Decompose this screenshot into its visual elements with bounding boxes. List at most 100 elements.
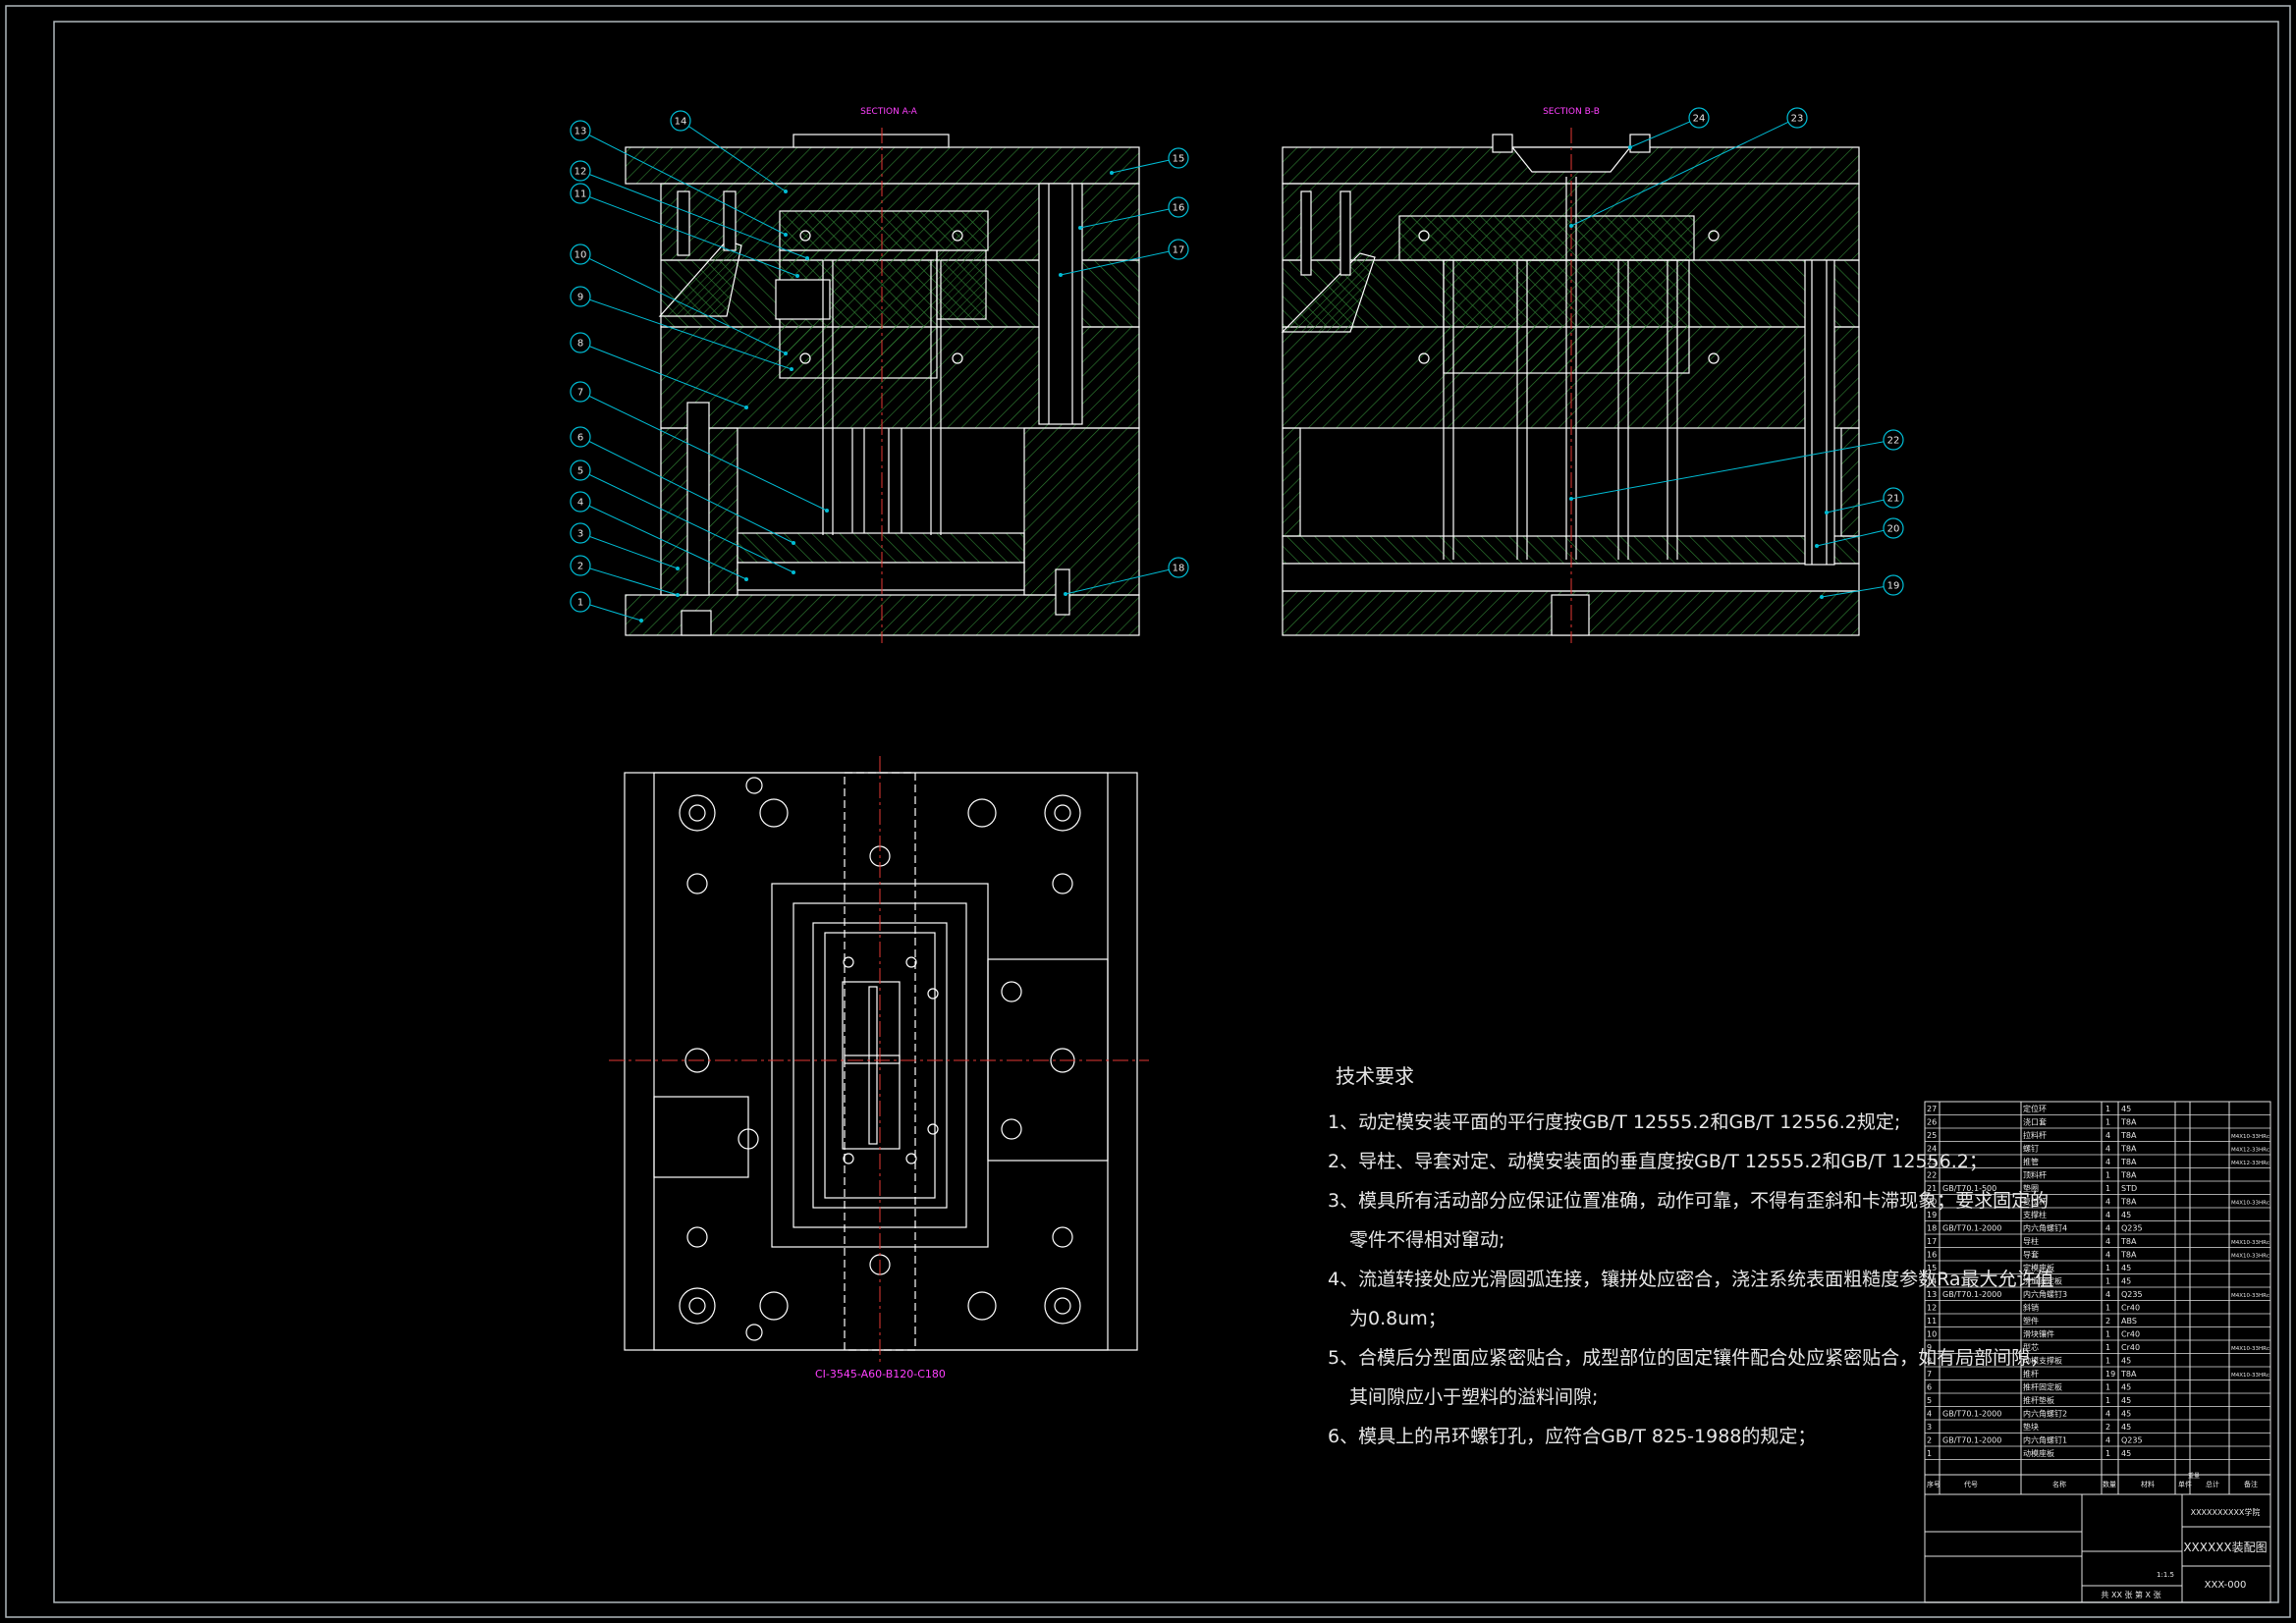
bom-cell: 垫圈 <box>2023 1183 2039 1193</box>
leader-line <box>579 170 808 259</box>
balloon <box>570 183 591 204</box>
bom-cell: 9 <box>1927 1343 1932 1352</box>
bom-cell: GB/T70.1-2000 <box>1942 1290 2001 1299</box>
bom-header-cell: 材料 <box>2141 1480 2155 1488</box>
balloon <box>1883 487 1904 509</box>
drawing-number: XXX-000 <box>2205 1580 2247 1591</box>
bom-cell: 2 <box>2105 1317 2110 1325</box>
leader-line <box>579 501 747 580</box>
tech-item-2: 2、导柱、导套对定、动模安装面的垂直度按GB/T 12555.2和GB/T 12… <box>1328 1151 1988 1172</box>
bom-cell: 13 <box>1927 1290 1937 1299</box>
leader-dot <box>784 189 788 193</box>
bom-cell: 型芯 <box>2023 1342 2039 1352</box>
balloon <box>570 381 591 403</box>
leader-line <box>579 532 679 569</box>
bom-cell: GB/T70.1-2000 <box>1942 1224 2001 1233</box>
leader-dot <box>1815 544 1819 548</box>
leader-line <box>579 601 642 622</box>
bom-cell: 1 <box>2105 1383 2110 1392</box>
bom-cell: 复位杆 <box>2023 1197 2047 1207</box>
leader-dot <box>795 274 799 278</box>
bom-cell: 4 <box>2105 1131 2110 1140</box>
bom-cell: M4X10-33HRc <box>2231 1134 2269 1140</box>
bom-cell: 1 <box>2105 1171 2110 1180</box>
balloon-label: 11 <box>574 189 587 200</box>
leader-dot <box>784 352 788 355</box>
bom-cell: 14 <box>1927 1277 1937 1286</box>
balloon <box>1786 107 1808 129</box>
bom-cell: 24 <box>1927 1145 1937 1154</box>
leader-dot <box>1569 497 1573 501</box>
leader-line <box>1570 439 1894 500</box>
bom-cell: T8A <box>2120 1251 2137 1260</box>
balloon <box>570 460 591 481</box>
leader-line <box>579 296 793 370</box>
balloon <box>570 591 591 613</box>
leader-line <box>579 391 828 512</box>
scale: 1:1.5 <box>2157 1571 2174 1579</box>
bom-cell: 45 <box>2121 1410 2131 1419</box>
bom-cell: T8A <box>2120 1370 2137 1379</box>
mold-base-code: CI-3545-A60-B120-C180 <box>815 1368 946 1380</box>
balloon <box>1883 517 1904 539</box>
bom-cell: M4X10-33HRc <box>2231 1293 2269 1299</box>
tech-item-6: 6、模具上的吊环螺钉孔，应符合GB/T 825-1988的规定； <box>1328 1426 1817 1447</box>
tech-item-3-cont: 零件不得相对窜动; <box>1349 1229 1505 1251</box>
bom-cell: 1 <box>2105 1304 2110 1313</box>
leader-line <box>579 469 794 573</box>
balloon-label: 19 <box>1887 581 1900 592</box>
bom-cell: 1 <box>2105 1330 2110 1339</box>
balloon <box>570 426 591 448</box>
balloon-label: 21 <box>1887 494 1900 505</box>
balloon <box>570 332 591 353</box>
bom-header-cell: 序号 <box>1927 1480 1941 1488</box>
leader-line <box>1826 497 1894 514</box>
bom-cell: 推管 <box>2023 1157 2039 1166</box>
balloon-label: 10 <box>574 250 587 261</box>
bom-cell: 45 <box>2121 1423 2131 1432</box>
bom-cell: 4 <box>2105 1237 2110 1246</box>
section-b-label: SECTION B-B <box>1543 107 1600 117</box>
balloon-label: 6 <box>577 433 583 444</box>
balloon-label: 15 <box>1173 154 1185 165</box>
leader-dot <box>1825 511 1829 514</box>
bom-cell: 浇口套 <box>2023 1117 2047 1127</box>
tech-item-5: 5、合模后分型面应紧密贴合，成型部位的固定镶件配合处应紧密贴合，如有局部间隙， <box>1328 1347 2050 1369</box>
leader-line <box>1079 206 1179 229</box>
bom-cell: 45 <box>2121 1383 2131 1392</box>
bom-cell: T8A <box>2120 1198 2137 1207</box>
balloon-label: 13 <box>574 127 587 137</box>
bom-cell: M4X10-33HRc <box>2231 1201 2269 1207</box>
bom-cell: 17 <box>1927 1237 1937 1246</box>
bom-cell: 19 <box>1927 1211 1937 1219</box>
bom-cell: 1 <box>2105 1277 2110 1286</box>
bom-cell: 内六角螺钉2 <box>2023 1409 2067 1419</box>
bom-cell: 内六角螺钉1 <box>2023 1435 2067 1445</box>
bom-cell: 4 <box>2105 1211 2110 1219</box>
bom-cell: 塑件 <box>2023 1316 2039 1325</box>
bom-cell: 23 <box>1927 1158 1937 1166</box>
bom-cell: 20 <box>1927 1198 1937 1207</box>
leader-dot <box>1059 273 1063 277</box>
outer-border <box>5 5 2291 1618</box>
bom-cell: 4 <box>1927 1410 1932 1419</box>
bom-cell: Cr40 <box>2121 1304 2140 1313</box>
bom-cell: 1 <box>2105 1105 2110 1113</box>
bom-cell: M4X10-33HRc <box>2231 1346 2269 1352</box>
plan-view <box>624 772 1138 1351</box>
leader-dot <box>1110 171 1114 175</box>
leader-line <box>1111 157 1179 174</box>
bom-cell: 4 <box>2105 1198 2110 1207</box>
leader-dot <box>676 567 680 570</box>
bom-cell: 45 <box>2121 1449 2131 1458</box>
bom-cell: 内六角螺钉3 <box>2023 1289 2067 1299</box>
balloon-label: 17 <box>1173 245 1185 256</box>
bom-cell: M4X10-33HRc <box>2231 1373 2269 1379</box>
balloon-label: 8 <box>577 339 583 350</box>
tech-item-4-cont: 为0.8um； <box>1349 1308 1447 1329</box>
bom-cell: 1 <box>2105 1264 2110 1272</box>
bom-cell: 45 <box>2121 1277 2131 1286</box>
bom-cell: 45 <box>2121 1211 2131 1219</box>
